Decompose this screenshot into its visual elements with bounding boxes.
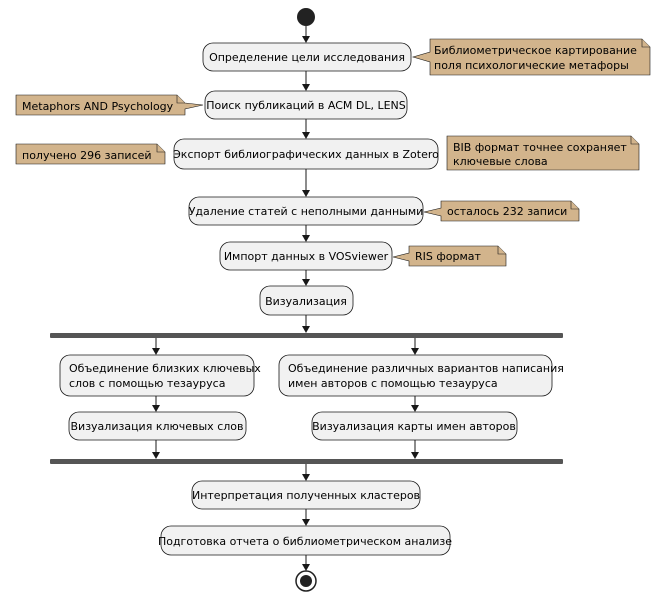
note-search-label: Metaphors AND Psychology: [22, 100, 174, 113]
note-import-label: RIS формат: [415, 250, 482, 263]
activity-merge-authors-line2: имен авторов с помощью тезауруса: [288, 377, 498, 390]
activity-goal: Определение цели исследования: [202, 42, 412, 72]
note-remove: осталось 232 записи: [423, 200, 580, 222]
activity-visualize-keywords-label: Визуализация ключевых слов: [71, 420, 244, 433]
activity-remove: Удаление статей с неполными данными: [188, 196, 424, 226]
activity-merge-authors-line1: Объединение различных вариантов написани…: [288, 362, 564, 375]
activity-merge-keywords: Объединение близких ключевых слов с помо…: [59, 354, 261, 397]
note-export-right: BIB формат точнее сохраняет ключевые сло…: [446, 135, 640, 171]
note-export-left: получено 296 записей: [15, 143, 166, 165]
activity-report-label: Подготовка отчета о библиометрическом ан…: [158, 535, 452, 548]
edges: [152, 26, 419, 571]
activity-visualize-authors-label: Визуализация карты имен авторов: [312, 420, 516, 433]
note-goal-line2: поля психологические метафоры: [434, 59, 629, 72]
activity-visualize-authors: Визуализация карты имен авторов: [311, 411, 518, 441]
note-export-left-label: получено 296 записей: [22, 149, 152, 162]
note-export-right-line2: ключевые слова: [453, 155, 548, 168]
activity-merge-authors: Объединение различных вариантов написани…: [278, 354, 564, 397]
note-search: Metaphors AND Psychology: [15, 94, 204, 116]
activity-visualize-keywords: Визуализация ключевых слов: [68, 411, 247, 441]
activity-visualization: Визуализация: [259, 285, 354, 316]
activity-export: Экспорт библиографических данных в Zoter…: [173, 138, 439, 170]
activity-merge-keywords-line1: Объединение близких ключевых: [69, 362, 261, 375]
start-icon: [297, 8, 315, 26]
activity-interpret-label: Интерпретация полученных кластеров: [192, 489, 420, 502]
activity-search-label: Поиск публикаций в ACM DL, LENS: [206, 99, 406, 112]
activity-interpret: Интерпретация полученных кластеров: [191, 480, 421, 510]
activity-remove-label: Удаление статей с неполными данными: [189, 205, 424, 218]
note-goal: Библиометрическое картирование поля псих…: [411, 38, 651, 76]
activity-export-label: Экспорт библиографических данных в Zoter…: [173, 148, 439, 161]
activity-visualization-label: Визуализация: [265, 295, 347, 308]
activity-import-label: Импорт данных в VOSviewer: [224, 250, 389, 263]
activity-goal-label: Определение цели исследования: [209, 51, 405, 64]
activity-import: Импорт данных в VOSviewer: [219, 241, 393, 271]
note-import: RIS формат: [392, 245, 507, 267]
activity-search: Поиск публикаций в ACM DL, LENS: [204, 90, 408, 120]
join-bar: [50, 459, 563, 464]
end-icon: [295, 570, 317, 592]
note-export-right-line1: BIB формат точнее сохраняет: [453, 141, 627, 154]
note-remove-label: осталось 232 записи: [447, 205, 567, 218]
activity-merge-keywords-line2: слов с помощью тезауруса: [69, 377, 225, 390]
fork-bar: [50, 333, 563, 338]
activity-report: Подготовка отчета о библиометрическом ан…: [158, 525, 452, 556]
note-goal-line1: Библиометрическое картирование: [434, 44, 637, 57]
